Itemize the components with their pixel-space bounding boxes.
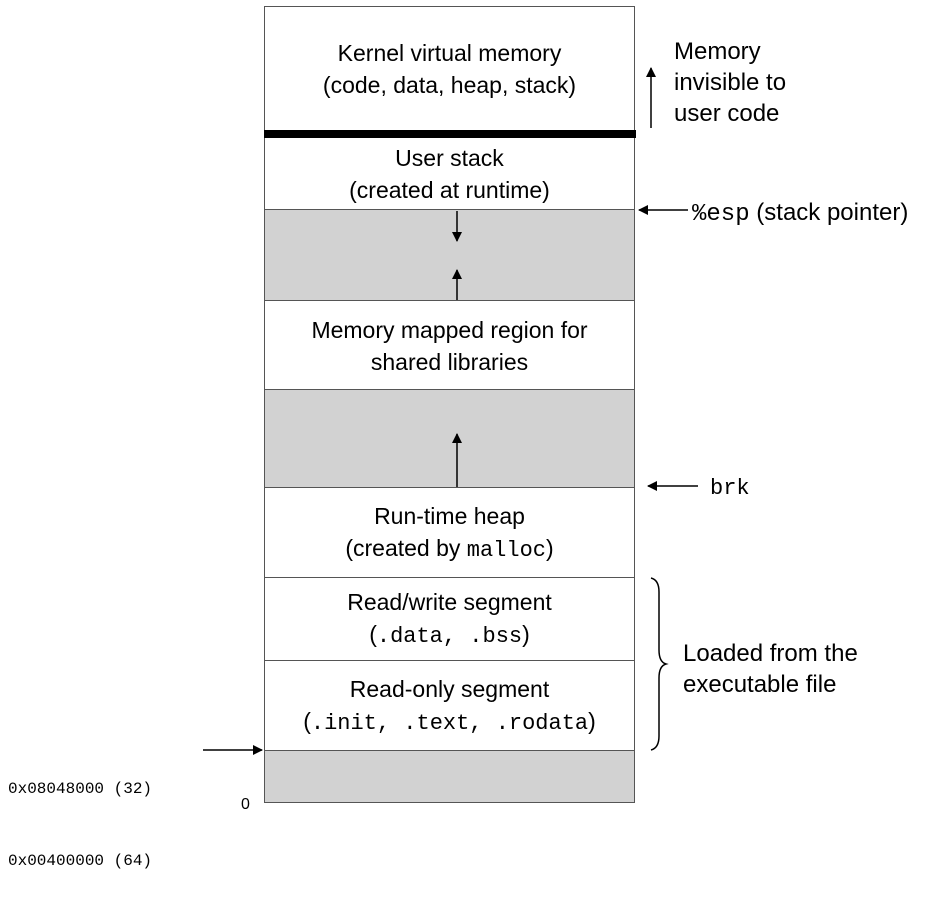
shared-libraries-subtitle: shared libraries <box>370 348 529 375</box>
loaded-note: Loaded from the executable file <box>683 638 858 700</box>
esp-code: %esp <box>692 201 750 228</box>
esp-description: (stack pointer) <box>749 199 909 226</box>
runtime-heap-segment: Run-time heap (created by malloc) <box>264 487 635 578</box>
kernel-note-line-2: invisible to <box>674 69 787 96</box>
stack-gap-region <box>264 209 635 301</box>
shared-libraries-title: Memory mapped region for <box>311 316 588 343</box>
heap-gap-region <box>264 389 635 488</box>
loaded-note-line-1: Loaded from the <box>683 640 858 667</box>
arrows-layer <box>203 67 698 755</box>
heap-subtitle: (created by malloc) <box>345 534 554 563</box>
brk-label: brk <box>710 476 750 501</box>
ro-title: Read-only segment <box>349 675 550 702</box>
address-64bit: 0x00400000 (64) <box>8 852 153 870</box>
kernel-subtitle: (code, data, heap, stack) <box>322 71 577 98</box>
kernel-note: Memory invisible to user code <box>674 36 786 129</box>
shared-libraries-segment: Memory mapped region for shared librarie… <box>264 300 635 390</box>
malloc-code: malloc <box>466 537 546 563</box>
kernel-virtual-memory-segment: Kernel virtual memory (code, data, heap,… <box>264 6 635 130</box>
esp-label: %esp (stack pointer) <box>692 197 908 230</box>
kernel-user-boundary <box>264 130 636 138</box>
unused-low-region <box>264 750 635 803</box>
kernel-title: Kernel virtual memory <box>337 39 562 66</box>
rw-subtitle: (.data, .bss) <box>369 621 530 649</box>
ro-subtitle: (.init, .text, .rodata) <box>303 707 596 736</box>
kernel-note-line-3: user code <box>674 100 780 127</box>
ro-sections-code: .init, .text, .rodata <box>310 710 589 736</box>
address-zero: 0 <box>241 796 250 813</box>
rw-sections-code: .data, .bss <box>376 624 523 649</box>
read-only-segment: Read-only segment (.init, .text, .rodata… <box>264 660 635 751</box>
user-stack-title: User stack <box>395 145 504 171</box>
loaded-note-line-2: executable file <box>683 671 837 698</box>
read-write-segment: Read/write segment (.data, .bss) <box>264 577 635 661</box>
heap-title: Run-time heap <box>374 502 525 529</box>
rw-title: Read/write segment <box>347 589 552 615</box>
address-32bit: 0x08048000 (32) <box>8 780 153 798</box>
loaded-segments-brace <box>650 577 669 751</box>
bottom-border <box>264 802 635 803</box>
kernel-note-line-1: Memory <box>674 38 761 65</box>
user-stack-subtitle: (created at runtime) <box>349 177 550 203</box>
user-stack-segment: User stack (created at runtime) <box>264 138 635 210</box>
